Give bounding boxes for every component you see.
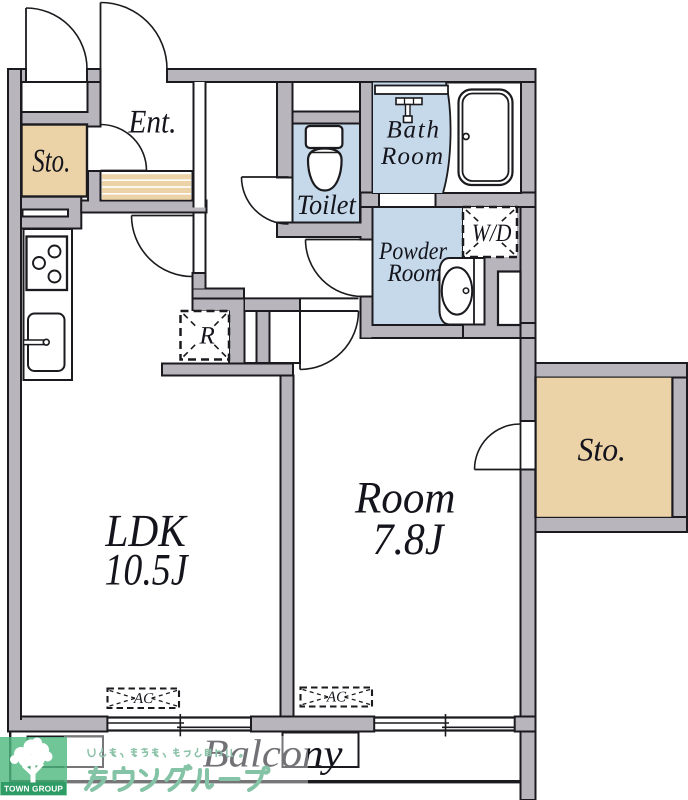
- svg-text:AC: AC: [133, 691, 154, 707]
- svg-text:7.8J: 7.8J: [373, 514, 446, 564]
- svg-text:Balcony: Balcony: [203, 732, 344, 776]
- svg-text:Bath: Bath: [387, 117, 440, 144]
- svg-text:LDK: LDK: [105, 505, 188, 556]
- svg-text:Powder: Powder: [378, 238, 447, 265]
- svg-text:TOWN GROUP: TOWN GROUP: [4, 784, 63, 794]
- svg-text:AC: AC: [326, 690, 347, 706]
- svg-text:Toilet: Toilet: [297, 190, 357, 221]
- svg-text:R: R: [199, 323, 215, 350]
- svg-text:Room: Room: [387, 260, 442, 287]
- svg-text:Sto.: Sto.: [32, 144, 70, 180]
- svg-text:Ent.: Ent.: [128, 105, 177, 141]
- svg-text:W/D: W/D: [472, 220, 512, 247]
- svg-text:10.5J: 10.5J: [105, 545, 190, 595]
- svg-text:Room: Room: [380, 143, 443, 170]
- svg-text:Room: Room: [354, 473, 455, 523]
- svg-text:Sto.: Sto.: [578, 433, 627, 469]
